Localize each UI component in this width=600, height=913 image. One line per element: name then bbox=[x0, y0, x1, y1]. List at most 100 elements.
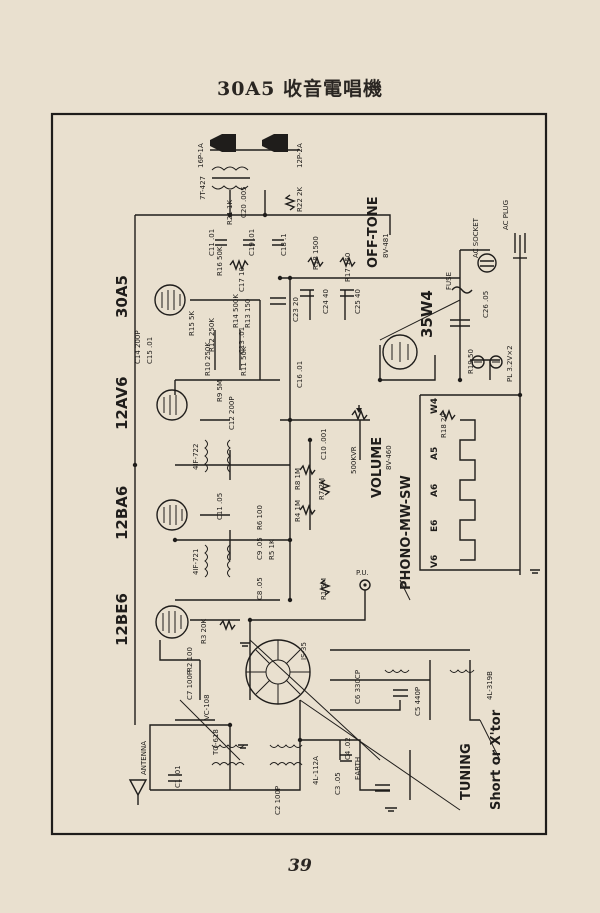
comp-r18b: R18 20 bbox=[440, 413, 448, 438]
label-4l-319b: 4L-319B bbox=[486, 671, 494, 700]
label-short-or-xtor: Short or X'tor bbox=[489, 709, 504, 810]
tube-35w4 bbox=[382, 334, 418, 370]
comp-c20: C20 .005 bbox=[240, 186, 248, 218]
comp-r19: R19 50 bbox=[467, 349, 475, 374]
tube-label-12be6: 12BE6 bbox=[113, 593, 131, 646]
comp-c15: C15 .01 bbox=[146, 337, 154, 364]
label-speaker-1: 16P-1A bbox=[197, 143, 205, 168]
tube-30a5 bbox=[154, 284, 186, 316]
comp-c2: C2 100P bbox=[274, 786, 282, 815]
comp-r12: R12 250K bbox=[208, 318, 216, 352]
pickup-jack-icon bbox=[359, 579, 371, 591]
comp-r16: R16 50K bbox=[216, 246, 224, 276]
label-tuning: TUNING bbox=[459, 743, 474, 800]
component-labels: R15 5K C14 200P C15 .01 R16 50K C17 10 C… bbox=[134, 186, 490, 815]
comp-r1: R1 5M bbox=[320, 578, 328, 600]
tap-w4: W4 bbox=[430, 398, 440, 414]
volume-pot-icon bbox=[351, 405, 368, 421]
comp-r22: R22 2K bbox=[296, 187, 304, 212]
comp-r14: R14 500K bbox=[232, 294, 240, 328]
tube-label-12av6: 12AV6 bbox=[113, 376, 131, 430]
comp-c6: C6 330CP bbox=[354, 670, 362, 704]
tap-a5: A5 bbox=[430, 447, 440, 460]
ac-socket-icon bbox=[477, 253, 497, 273]
tube-label-30a5: 30A5 bbox=[113, 275, 131, 318]
comp-c9: C9 .05 bbox=[256, 537, 264, 560]
label-off-tone-part: 8V-481 bbox=[382, 233, 390, 258]
diagram-frame bbox=[50, 112, 548, 836]
comp-r8: R8 1M bbox=[294, 468, 302, 490]
comp-r15: R15 5K bbox=[188, 311, 196, 336]
comp-c7: C7 100P bbox=[186, 671, 194, 700]
label-speaker-2: 12P-2A bbox=[296, 143, 304, 168]
comp-r9: R9 5M bbox=[216, 380, 224, 402]
resistors bbox=[219, 194, 456, 631]
capacitors bbox=[168, 239, 470, 792]
label-to-618: TO-618 bbox=[212, 729, 220, 756]
if-coils bbox=[204, 439, 475, 766]
label-4l-112a: 4L-112A bbox=[312, 756, 320, 785]
tap-v6: V6 bbox=[430, 555, 440, 568]
label-ac-socket: AC SOCKET bbox=[472, 217, 480, 258]
comp-c18: C18 .1 bbox=[280, 233, 288, 256]
voltage-taps: W4 A5 A6 E6 V6 bbox=[430, 398, 440, 568]
output-transformer bbox=[211, 166, 250, 190]
comp-r2: R2 100 bbox=[186, 647, 194, 672]
pilot-lamp-icon bbox=[471, 355, 503, 369]
junction-dots bbox=[132, 212, 523, 743]
wiring bbox=[134, 149, 521, 811]
comp-r10: R10 250K bbox=[204, 342, 212, 376]
comp-r3: R3 20K bbox=[200, 619, 208, 644]
label-pu: P.U. bbox=[356, 569, 369, 577]
label-earth: EARTH bbox=[354, 757, 362, 780]
comp-r5: R5 1K bbox=[268, 539, 276, 560]
comp-c11b: C11 .05 bbox=[216, 493, 224, 520]
label-output-trans: 7T-427 bbox=[199, 176, 207, 200]
fuse-icon bbox=[451, 286, 473, 294]
page-number: 39 bbox=[288, 856, 312, 876]
label-pilot-lamp: PL 3.2V×2 bbox=[506, 345, 514, 382]
tube-12av6 bbox=[156, 389, 188, 421]
comp-c26: C26 .05 bbox=[482, 291, 490, 318]
comp-r6: R6 100 bbox=[256, 505, 264, 530]
comp-r11: R11 50K bbox=[240, 346, 248, 376]
comp-c4: C4 .02 bbox=[344, 737, 352, 760]
comp-c24: C24 40 bbox=[322, 289, 330, 314]
label-if-721: 4IF-721 bbox=[192, 549, 200, 575]
label-antenna: ANTENNA bbox=[140, 741, 148, 775]
label-is-35: IS-35 bbox=[300, 642, 308, 660]
ac-plug-icon bbox=[513, 233, 527, 259]
comp-r18: R18 1500 bbox=[312, 236, 320, 270]
comp-c11: C11 .01 bbox=[208, 229, 216, 256]
comp-c16: C16 .01 bbox=[296, 361, 304, 388]
label-volume-part: 8V-460 bbox=[385, 445, 393, 470]
comp-c3: C3 .05 bbox=[334, 772, 342, 795]
tube-label-35w4: 35W4 bbox=[418, 290, 436, 338]
label-ac-plug: AC PLUG bbox=[502, 200, 510, 230]
label-vc-108: VC-108 bbox=[203, 694, 211, 720]
tube-12ba6 bbox=[156, 499, 188, 531]
antenna-icon bbox=[128, 779, 148, 805]
comp-r7: R7 2M bbox=[318, 478, 326, 500]
comp-c10: C10 .001 bbox=[320, 428, 328, 460]
comp-c25: C25 40 bbox=[354, 289, 362, 314]
comp-c12: C12 200P bbox=[228, 396, 236, 430]
label-off-tone: OFF-TONE bbox=[366, 196, 381, 268]
band-switch bbox=[245, 639, 311, 705]
comp-r17: R17 150 bbox=[344, 253, 352, 282]
tube-12be6 bbox=[155, 605, 189, 639]
label-phono-mw-sw: PHONO-MW-SW bbox=[399, 475, 414, 590]
comp-r21: R21 1K bbox=[226, 200, 234, 225]
label-fuse: FUSE bbox=[445, 272, 453, 290]
comp-c14: C14 200P bbox=[134, 330, 142, 364]
comp-r4: R4 1M bbox=[294, 500, 302, 522]
tube-label-12ba6: 12BA6 bbox=[113, 486, 131, 540]
comp-c13: C13 .01 bbox=[238, 327, 246, 354]
tap-a6: A6 bbox=[430, 484, 440, 497]
label-volume: VOLUME bbox=[370, 437, 385, 498]
label-if-722: 4IF-722 bbox=[192, 444, 200, 470]
comp-c8: C8 .05 bbox=[256, 577, 264, 600]
page-title: 30A5 收音電唱機 bbox=[216, 78, 384, 100]
comp-c5: C5 440P bbox=[414, 687, 422, 716]
